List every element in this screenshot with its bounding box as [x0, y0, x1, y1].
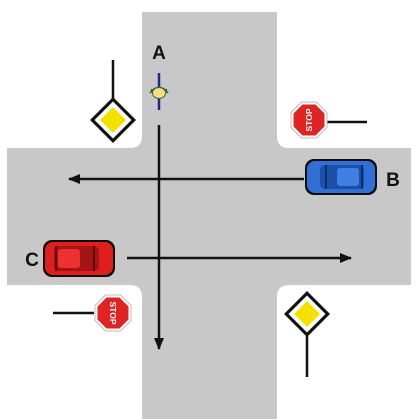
label-c: C — [25, 250, 39, 271]
curb-corner-bottom-right — [277, 285, 289, 297]
stop-sign-bottom-left: STOP — [53, 294, 132, 332]
stop-sign-text-top-right: STOP — [304, 108, 314, 131]
cyclist-a — [149, 73, 169, 110]
stop-sign-text-bottom-left: STOP — [108, 302, 118, 325]
roads — [7, 12, 411, 419]
priority-road-sign-top-left — [90, 60, 136, 143]
car-b — [305, 159, 377, 195]
curb-corner-bottom-left — [130, 285, 142, 297]
car-c — [43, 240, 115, 277]
rider-helmet-icon — [152, 87, 166, 99]
label-b: B — [386, 170, 400, 191]
priority-road-sign-bottom-right — [284, 291, 330, 377]
curb-corner-top-left — [130, 136, 142, 148]
stop-sign-top-right: STOP — [290, 101, 367, 139]
curb-corner-top-right — [277, 136, 289, 148]
label-a: A — [152, 43, 166, 64]
